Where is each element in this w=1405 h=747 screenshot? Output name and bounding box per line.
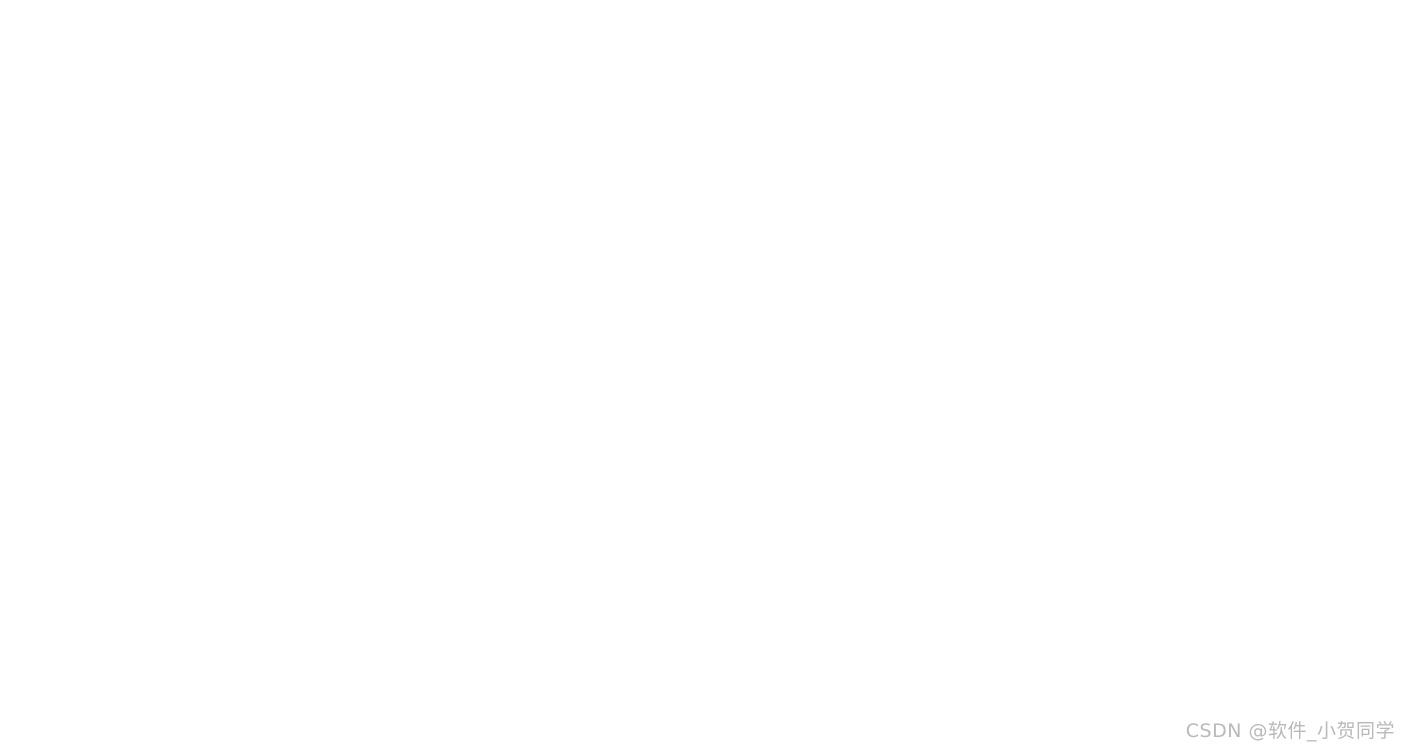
watermark-text: CSDN @软件_小贺同学 <box>1185 720 1395 742</box>
